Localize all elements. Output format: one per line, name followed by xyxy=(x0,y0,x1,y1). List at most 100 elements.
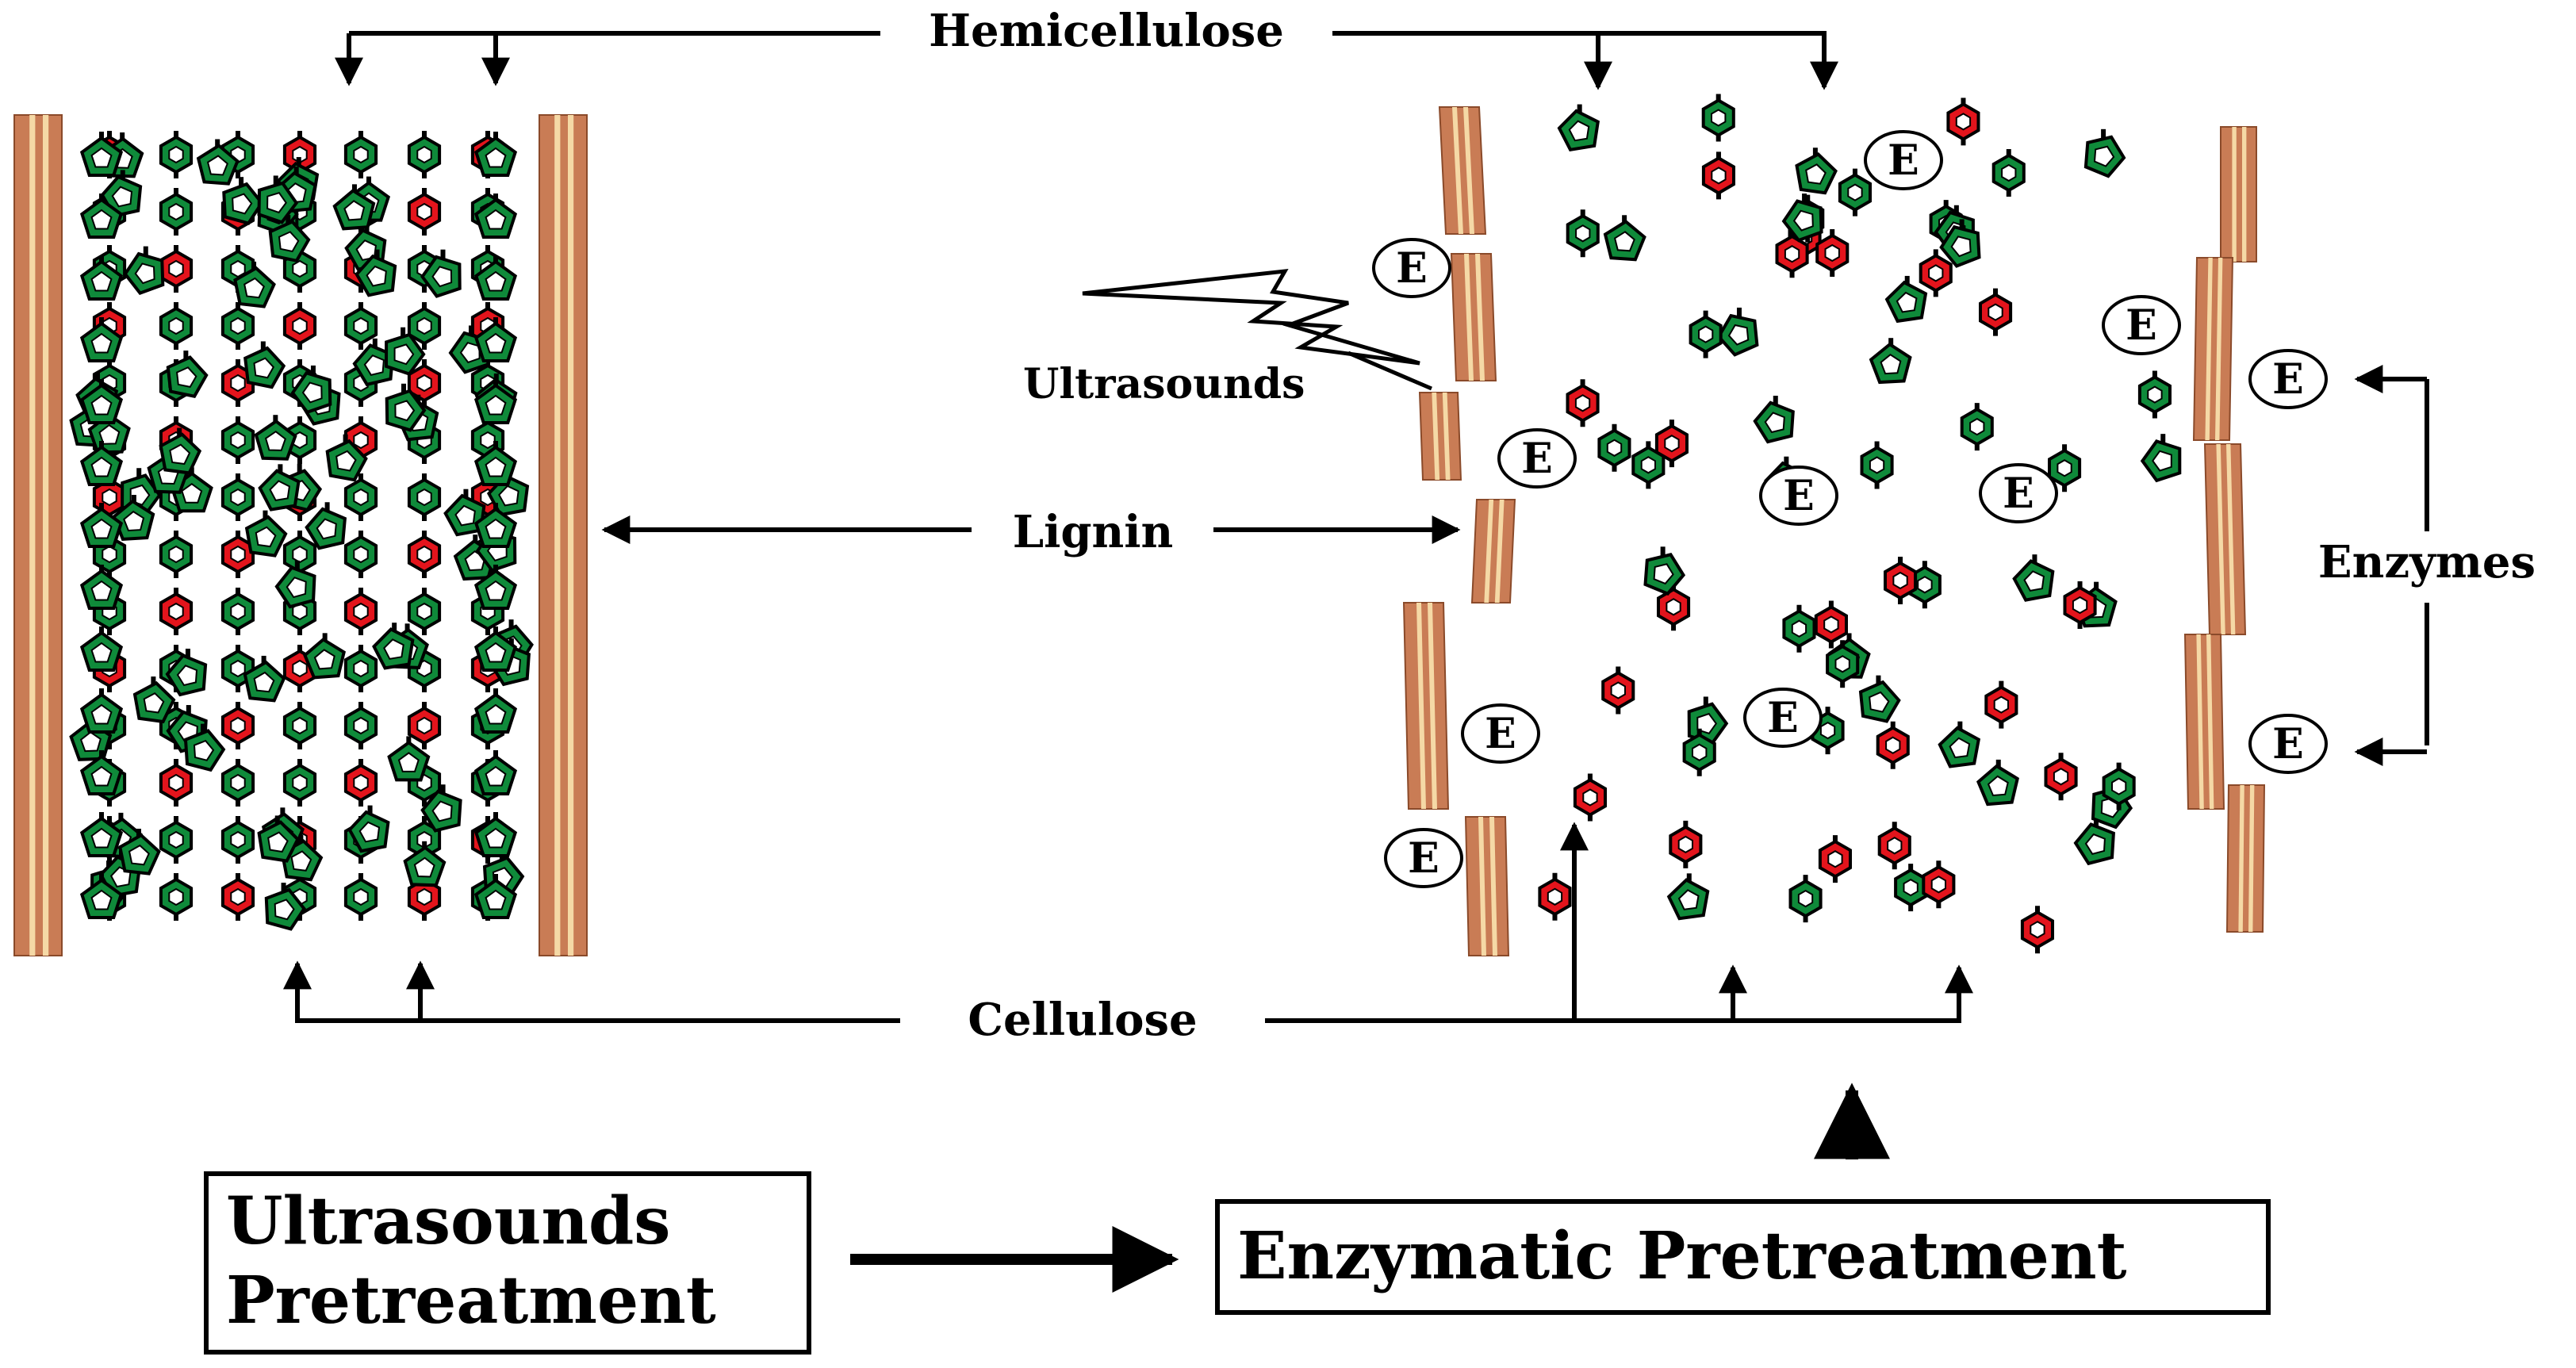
cellulose-unit xyxy=(1815,229,1850,278)
hemicellulose-unit xyxy=(473,627,518,672)
hemicellulose-unit xyxy=(183,723,226,772)
ultrasounds-pretreatment-box xyxy=(204,1171,811,1355)
cellulose-unit xyxy=(159,531,194,578)
enzyme-icon: E xyxy=(1384,828,1463,888)
cellulose-unit xyxy=(159,131,194,178)
cellulose-unit xyxy=(282,131,317,178)
cellulose-unit xyxy=(343,873,378,921)
hemicellulose-unit xyxy=(385,383,427,432)
svg-text:E: E xyxy=(1396,244,1428,293)
enzymes-callout: Enzymes xyxy=(2284,365,2570,766)
cellulose-unit xyxy=(1814,600,1848,649)
hemicellulose-unit xyxy=(2140,434,2182,483)
hemicellulose-unit xyxy=(1939,219,1981,268)
hemicellulose-unit xyxy=(473,441,518,486)
scattered-polymer-units xyxy=(1538,94,2182,954)
hemicellulose-unit xyxy=(290,365,332,415)
cellulose-unit xyxy=(343,702,378,749)
hemicellulose-unit xyxy=(2073,817,2115,866)
hemicellulose-unit xyxy=(1631,441,1666,489)
hemicellulose-unit xyxy=(1976,759,2019,807)
cellulose-unit xyxy=(220,816,255,864)
cellulose-unit xyxy=(159,816,194,864)
cellulose-unit xyxy=(407,302,442,350)
ultrasounds-label: Ultrasounds xyxy=(1023,360,1305,408)
cellulose-unit xyxy=(2063,581,2097,630)
hemicellulose-unit xyxy=(1781,194,1823,243)
hemicellulose-unit xyxy=(1643,546,1686,596)
enzyme-icon: E xyxy=(2248,349,2328,409)
cellulose-unit xyxy=(159,302,194,350)
svg-text:E: E xyxy=(1888,136,1919,185)
enzymatic-pretreatment-label: Enzymatic Pretreatment xyxy=(1237,1218,2127,1294)
hemicellulose-unit xyxy=(1603,215,1646,262)
cellulose-unit xyxy=(1701,151,1735,200)
cellulose-unit xyxy=(343,473,378,521)
hemicellulose-unit xyxy=(403,841,447,887)
cellulose-unit xyxy=(159,188,194,236)
enzyme-icon: E xyxy=(2248,714,2328,774)
cellulose-unit xyxy=(159,759,194,807)
hemicellulose-unit xyxy=(1960,403,1994,451)
hemicellulose-unit xyxy=(254,415,297,461)
hemicellulose-unit xyxy=(1894,864,1928,912)
hemicellulose-unit xyxy=(1557,104,1600,152)
hemicellulose-unit xyxy=(264,883,306,931)
hemicellulose-unit xyxy=(2102,762,2136,810)
cellulose-unit xyxy=(220,873,255,921)
hemicellulose-unit xyxy=(372,623,415,670)
cellulose-unit xyxy=(159,588,194,635)
hemicellulose-unit xyxy=(79,750,124,795)
hemicellulose-unit xyxy=(79,812,124,857)
cellulose-unit xyxy=(407,588,442,635)
cellulose-unit xyxy=(407,531,442,578)
hemicellulose-unit xyxy=(1838,168,1872,217)
svg-text:E: E xyxy=(1783,472,1815,520)
hemicellulose-unit xyxy=(473,565,518,610)
hemicellulose-unit xyxy=(473,503,518,548)
cellulose-unit xyxy=(343,645,378,692)
lignin-label: Lignin xyxy=(1013,506,1174,558)
hemicellulose-unit xyxy=(302,633,346,680)
hemicellulose-unit xyxy=(420,249,462,298)
hemicellulose-unit xyxy=(79,255,124,301)
hemicellulose-unit xyxy=(274,167,317,213)
hemicellulose-unit xyxy=(1666,873,1710,921)
hemicellulose-unit xyxy=(79,132,124,177)
lignin-wall-broken-left xyxy=(1402,106,1516,956)
cellulose-unit xyxy=(220,588,255,635)
enzyme-icon: E xyxy=(1372,238,1451,298)
cellulose-unit xyxy=(407,473,442,521)
hemicellulose-unit xyxy=(257,175,299,224)
intact-biomass xyxy=(13,114,588,956)
hemicellulose-unit xyxy=(132,676,176,724)
hemicellulose-unit xyxy=(1869,338,1912,385)
cellulose-unit xyxy=(159,245,194,293)
svg-text:E: E xyxy=(1767,694,1799,742)
cellulose-unit xyxy=(282,302,317,350)
hemicellulose-unit xyxy=(1597,423,1631,472)
hemicellulose-unit xyxy=(473,812,518,857)
hemicellulose-unit xyxy=(79,317,124,362)
enzyme-icon: E xyxy=(1497,428,1577,489)
hemicellulose-callout: Hemicellulose xyxy=(335,5,1838,90)
svg-text:E: E xyxy=(1485,710,1516,758)
cellulose-callout: Cellulose xyxy=(283,822,1973,1046)
hemicellulose-unit xyxy=(79,503,124,548)
hemicellulose-unit xyxy=(2083,128,2126,178)
enzyme-icon: E xyxy=(2102,295,2181,355)
hemicellulose-unit xyxy=(473,255,518,301)
cellulose-unit xyxy=(282,759,317,807)
hemicellulose-unit xyxy=(325,434,368,482)
cellulose-unit xyxy=(159,873,194,921)
hemicellulose-unit xyxy=(165,648,208,697)
enzyme-icon: E xyxy=(1743,688,1823,748)
ultrasounds-callout: Ultrasounds xyxy=(1023,268,1432,408)
cellulose-unit xyxy=(407,131,442,178)
cellulose-unit xyxy=(343,131,378,178)
hemicellulose-unit xyxy=(473,317,518,362)
enzymatic-pretreatment-box xyxy=(1215,1199,2271,1315)
cellulose-unit xyxy=(1919,249,1953,297)
